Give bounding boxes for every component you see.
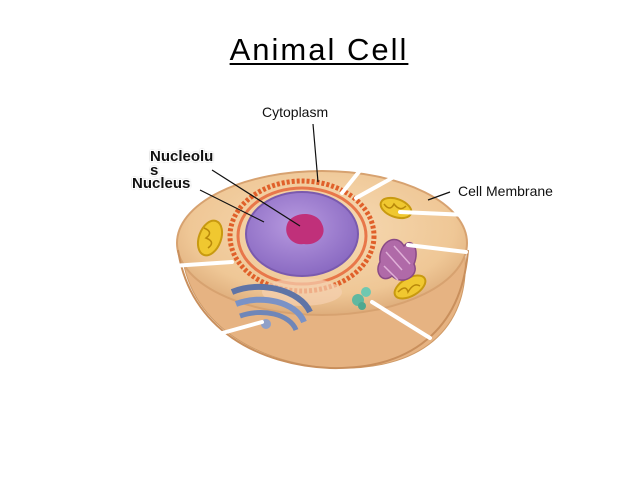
lysosome (352, 287, 371, 310)
diagram-title: Animal Cell (229, 32, 409, 67)
mitochondrion-left (196, 219, 224, 257)
golgi-apparatus (230, 283, 313, 332)
nucleolus-label: Nucleolu s (150, 148, 214, 179)
cytoplasm-label: Cytoplasm (262, 104, 329, 120)
nucleus-pointer (199, 189, 265, 223)
nucleolus-shape (286, 213, 324, 245)
smooth-er (377, 238, 417, 281)
cell-membrane-label: Cell Membrane (458, 183, 553, 199)
pointer-lines (140, 146, 470, 340)
nucleolus-pointer (211, 169, 301, 227)
cytoplasm-pointer (312, 123, 319, 183)
nucleus-label: Nucleus (132, 175, 191, 192)
cell-membrane-pointer (427, 191, 451, 201)
